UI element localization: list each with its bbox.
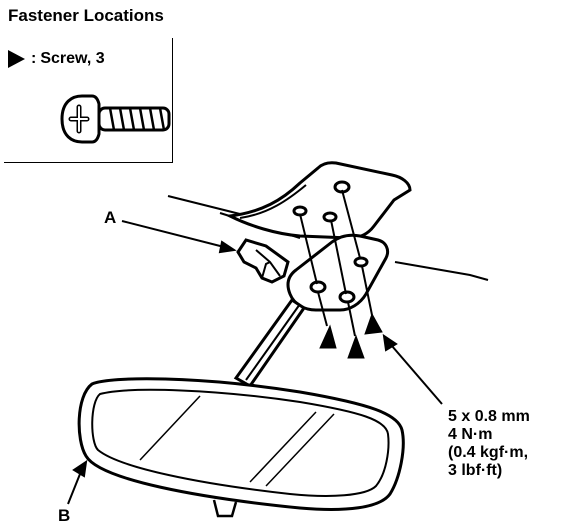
roof-bracket (224, 161, 412, 240)
filled-triangle-arrow-icon (8, 50, 25, 68)
clip-a (236, 238, 290, 284)
torque-spec-nm: 4 N·m (448, 426, 493, 443)
mirror-stem (233, 297, 307, 388)
legend-screw-label: Screw, 3 (40, 50, 105, 67)
rearview-mirror (77, 377, 405, 518)
page-title: Fastener Locations (8, 6, 164, 25)
leader-lines (67, 220, 443, 505)
legend-separator: : (31, 50, 37, 67)
torque-spec-kgfm: (0.4 kgf·m, (448, 444, 529, 461)
legend-box (4, 38, 173, 163)
mirror-base (286, 233, 390, 312)
torque-spec: 5 x 0.8 mm 4 N·m (0.4 kgf·m, 3 lbf·ft) (448, 408, 530, 480)
torque-spec-size: 5 x 0.8 mm (448, 408, 530, 425)
callout-label-a: A (104, 208, 117, 227)
callout-label-b: B (58, 506, 71, 525)
torque-spec-lbfft: 3 lbf·ft) (448, 462, 503, 479)
screw-arrowheads (319, 312, 383, 359)
legend-screw-row: : Screw, 3 (8, 50, 105, 68)
flat-head-screw-icon (60, 94, 171, 144)
alignment-lines (299, 189, 373, 337)
